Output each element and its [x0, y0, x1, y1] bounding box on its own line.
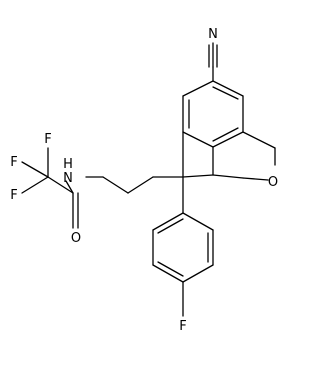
cf3-group [21, 147, 49, 194]
structure-canvas: N O N H O F F F F [10, 27, 278, 334]
benzo-ring [182, 80, 244, 148]
cf3-bond-left [21, 161, 49, 178]
fluorophenyl-ring [152, 176, 214, 317]
amide-hydrogen-label: H [63, 157, 73, 172]
cf3-fluorine-1-label: F [44, 132, 51, 147]
benzo-bond-4-inner [212, 127, 239, 142]
propyl-chain [85, 176, 184, 194]
carbonyl-oxygen-label: O [71, 231, 81, 246]
amide-n-c [65, 180, 74, 194]
amide-group [47, 176, 79, 229]
furan-bond-ch2 [242, 131, 276, 149]
ring-oxygen-label: O [268, 175, 278, 190]
cf3-fluorine-2-label: F [10, 155, 17, 170]
aryl-fluorine-label: F [179, 319, 186, 334]
benzo-bond-6 [212, 80, 244, 97]
phenyl-bond-1-inner [157, 218, 184, 234]
chain-bond-3 [102, 176, 129, 194]
amide-nitrogen-label: N [63, 171, 73, 186]
nitrile-group [208, 42, 218, 82]
furan-bond-quaternary [212, 174, 244, 179]
nitrile-n-label: N [208, 27, 218, 42]
phenyl-bond-1 [152, 212, 184, 231]
chain-bond-2 [127, 176, 154, 194]
furan-ring [212, 131, 276, 181]
benzo-bond-6-inner [212, 86, 239, 100]
amide-c-cf3 [47, 176, 74, 194]
phenyl-bond-4 [182, 264, 214, 283]
quaternary-center [182, 131, 214, 178]
phenyl-bond-6 [182, 212, 214, 231]
benzo-bond-3 [182, 131, 214, 148]
quat-to-furan [182, 174, 214, 178]
phenyl-bond-3 [152, 264, 184, 283]
cf3-fluorine-3-label: F [10, 188, 17, 203]
cf3-bond-down [21, 176, 49, 194]
benzo-bond-4 [212, 131, 244, 148]
molecule-drawing: N O N H O F F F F [10, 27, 278, 334]
phenyl-bond-3-inner [157, 261, 184, 277]
furan-bond-o-c [242, 177, 269, 181]
benzo-bond-1 [182, 80, 214, 97]
